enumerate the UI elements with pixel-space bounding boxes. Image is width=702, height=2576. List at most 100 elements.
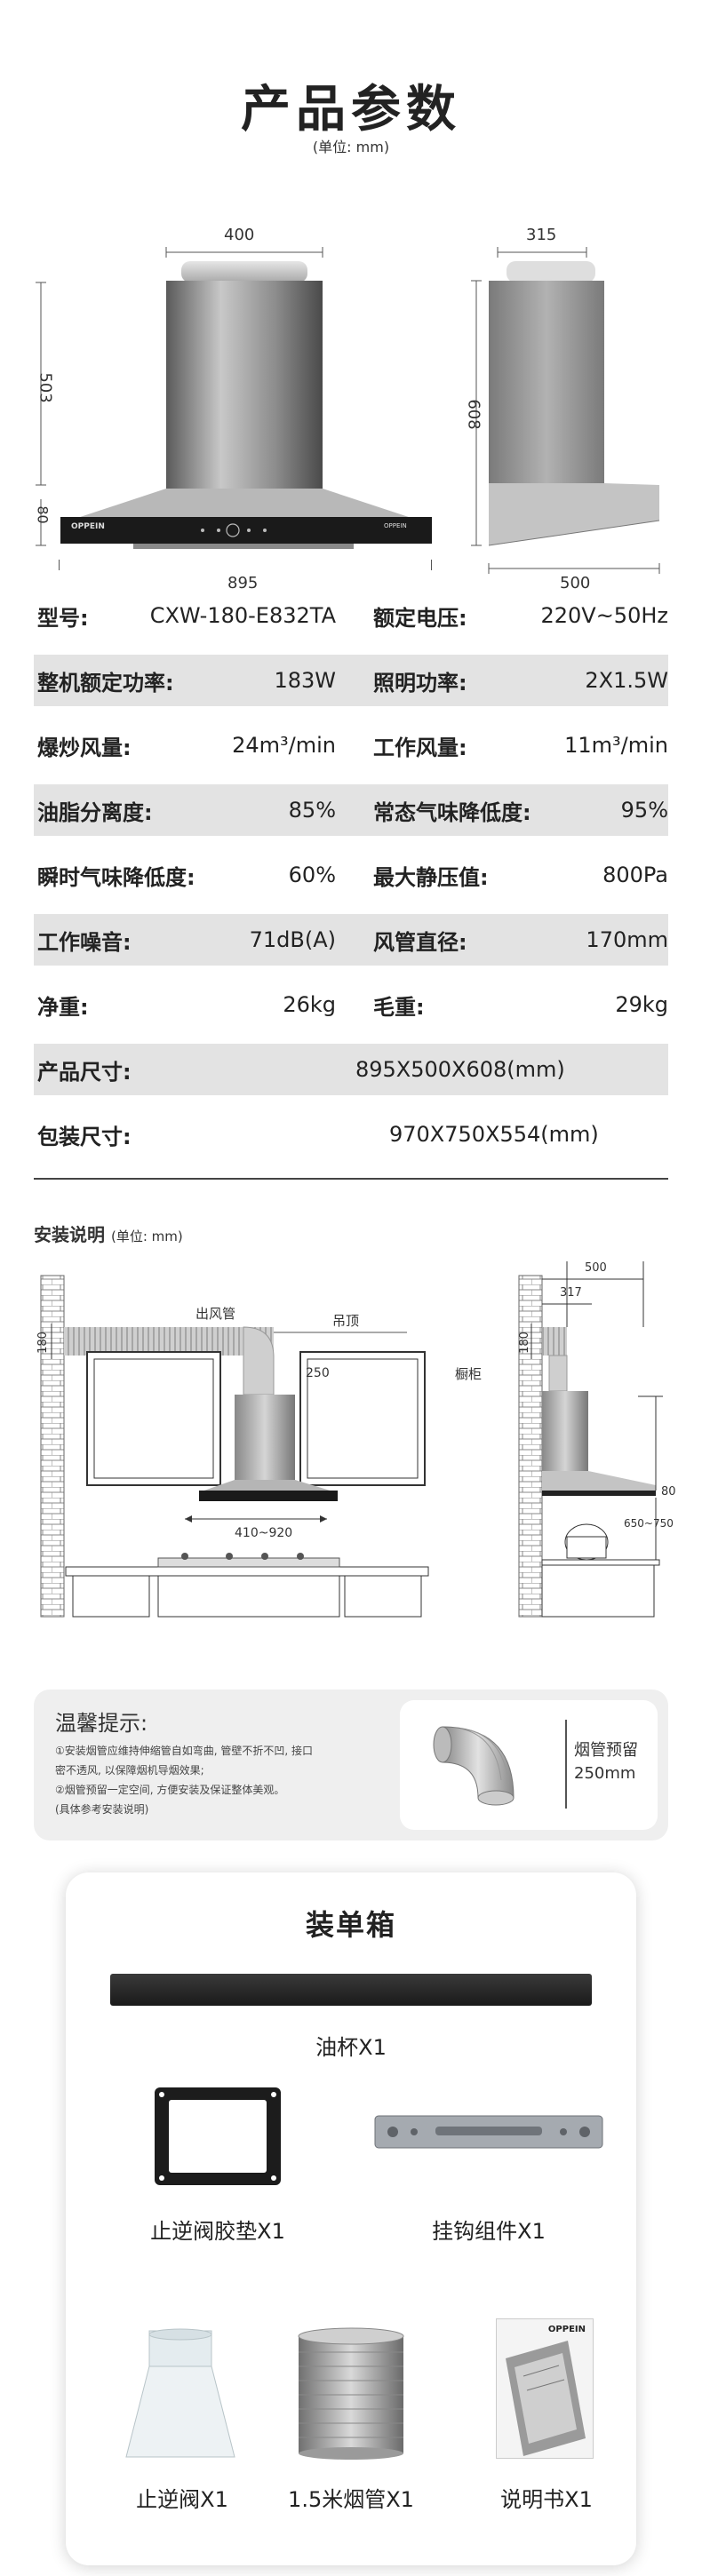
- spec-cell: 油脂分离度:85%: [34, 784, 336, 836]
- spec-cell: 最大静压值:800Pa: [336, 849, 668, 901]
- spec-row: 油脂分离度:85% 常态气味降低度: 95%: [34, 784, 668, 836]
- dim-left-80: 80: [34, 505, 52, 524]
- size-label: 包装尺寸:: [37, 1124, 132, 1149]
- dim-bottom-895-line: [59, 560, 432, 570]
- label-cabinet: 橱柜: [455, 1366, 483, 1382]
- side-dim-left-608: 608: [464, 399, 483, 430]
- side-view-diagram: 315 608 500: [465, 222, 684, 595]
- install-unit: (单位: mm): [110, 1228, 183, 1244]
- unit-note: (单位: mm): [312, 139, 390, 155]
- spec-value: 170mm: [586, 927, 668, 952]
- dim-650-750: 650~750: [624, 1517, 674, 1530]
- side-dim-bottom-500: 500: [560, 574, 591, 592]
- install-drawing: [40, 1261, 663, 1618]
- spec-label: 爆炒风量:: [37, 735, 132, 760]
- pack-item-valve-gasket: 止逆阀胶垫X1: [150, 2219, 285, 2244]
- spec-cell: 毛重:29kg: [336, 979, 668, 1030]
- tips-title: 温馨提示:: [55, 1711, 148, 1736]
- spec-value: 26kg: [283, 992, 336, 1017]
- tips-line-1: ①安装烟管应维持伸缩管自如弯曲, 管壁不折不凹, 接口: [55, 1745, 314, 1757]
- tips-line-2: 密不透风, 以保障烟机导烟效果;: [55, 1764, 204, 1777]
- spec-value: 24m³/min: [232, 733, 336, 758]
- size-value: 970X750X554(mm): [389, 1122, 599, 1147]
- pack-item-flex-duct: 1.5米烟管X1: [288, 2487, 414, 2512]
- spec-cell: 整机额定功率: 183W: [34, 655, 336, 706]
- size-label: 产品尺寸:: [37, 1059, 132, 1085]
- dim-top-400: 400: [224, 226, 255, 244]
- spec-label: 工作噪音:: [37, 929, 132, 955]
- label-ceiling: 吊顶: [332, 1313, 360, 1329]
- spec-label: 型号:: [37, 605, 89, 631]
- spec-cell: 工作风量:11m³/min: [336, 720, 668, 771]
- check-valve-icon: [125, 2328, 235, 2458]
- spec-value: 183W: [274, 668, 336, 693]
- spec-value: CXW-180-E832TA: [149, 603, 336, 628]
- spec-cell: 额定电压: 220V~50Hz: [336, 590, 668, 641]
- size-row: 包装尺寸: 970X750X554(mm): [34, 1109, 668, 1160]
- spec-cell: 净重: 26kg: [34, 979, 336, 1030]
- dim-500: 500: [585, 1261, 607, 1275]
- spec-cell: 照明功率: 2X1.5W: [336, 655, 668, 706]
- install-diagram: 出风管 吊顶 橱柜 180 250 410~920 500 317 180 80…: [34, 1252, 676, 1661]
- reserve-line-1: 烟管预留: [574, 1741, 638, 1760]
- spec-row: 瞬时气味降低度:60%最大静压值:800Pa: [34, 849, 668, 901]
- spec-label: 整机额定功率:: [37, 670, 174, 696]
- divider-line: [34, 1178, 668, 1180]
- spec-cell: 风管直径: 170mm: [336, 914, 668, 966]
- install-title: 安装说明 (单位: mm): [34, 1220, 183, 1246]
- spec-label: 风管直径:: [373, 929, 467, 955]
- spec-label: 净重:: [37, 994, 89, 1020]
- spec-label: 毛重:: [373, 994, 425, 1020]
- spec-label: 额定电压:: [373, 605, 467, 631]
- pack-item-oil-cup: 油杯X1: [315, 2035, 387, 2060]
- spec-value: 220V~50Hz: [540, 603, 668, 628]
- dim-180-right: 180: [517, 1332, 531, 1354]
- dim-317: 317: [560, 1286, 582, 1300]
- oil-cup-icon: [110, 1974, 592, 2006]
- spec-value: 2X1.5W: [585, 668, 668, 693]
- panel-label: OPPEIN: [384, 522, 407, 529]
- spec-label: 最大静压值:: [373, 864, 489, 890]
- spec-cell: 常态气味降低度: 95%: [336, 784, 668, 836]
- size-row: 产品尺寸: 895X500X608(mm): [34, 1044, 668, 1095]
- spec-label: 油脂分离度:: [37, 799, 153, 825]
- pack-item-check-valve: 止逆阀X1: [136, 2487, 228, 2512]
- elbow-duct-icon: [433, 1726, 515, 1806]
- spec-value: 11m³/min: [564, 733, 668, 758]
- dim-left-503: 503: [36, 372, 55, 403]
- reserve-arrow: [565, 1720, 567, 1809]
- install-title-text: 安装说明: [34, 1224, 105, 1245]
- spec-label: 照明功率:: [373, 670, 467, 696]
- spec-row: 整机额定功率: 183W 照明功率: 2X1.5W: [34, 655, 668, 706]
- dim-bottom-895: 895: [227, 574, 259, 592]
- front-view-hood: [36, 247, 432, 549]
- side-dim-top-315: 315: [526, 226, 557, 244]
- tips-line-4: (具体参考安装说明): [55, 1803, 149, 1816]
- spec-value: 71dB(A): [249, 927, 336, 952]
- dim-80: 80: [661, 1485, 676, 1499]
- spec-cell: 爆炒风量: 24m³/min: [34, 720, 336, 771]
- spec-label: 常态气味降低度:: [373, 799, 531, 825]
- packing-title: 装单箱: [305, 1908, 396, 1942]
- reserve-line-2: 250mm: [574, 1764, 636, 1783]
- size-value: 895X500X608(mm): [355, 1057, 565, 1082]
- brand-logo: OPPEIN: [71, 522, 105, 531]
- front-view-diagram: 400 503 80 OPPEIN OPPEIN: [0, 222, 480, 560]
- pack-item-hook-bracket: 挂钩组件X1: [432, 2219, 546, 2244]
- spec-cell: 瞬时气味降低度:60%: [34, 849, 336, 901]
- hook-bracket-icon: [374, 2115, 603, 2149]
- page-title: 产品参数: [241, 81, 461, 139]
- dim-410-920: 410~920: [235, 1526, 293, 1540]
- reserve-label: 烟管预留 250mm: [574, 1739, 638, 1785]
- pack-item-manual: 说明书X1: [500, 2487, 593, 2512]
- spec-row: 型号: CXW-180-E832TA 额定电压: 220V~50Hz: [34, 590, 668, 641]
- duct-reserve-card: 烟管预留 250mm: [400, 1700, 658, 1830]
- label-duct: 出风管: [195, 1306, 236, 1322]
- spec-value: 95%: [620, 798, 668, 823]
- tips-line-3: ②烟管预留一定空间, 方便安装及保证整体美观。: [55, 1784, 285, 1796]
- side-view-hood: [471, 247, 660, 574]
- manual-cover-art: [506, 2341, 586, 2456]
- spec-label: 瞬时气味降低度:: [37, 864, 195, 890]
- spec-cell: 工作噪音: 71dB(A): [34, 914, 336, 966]
